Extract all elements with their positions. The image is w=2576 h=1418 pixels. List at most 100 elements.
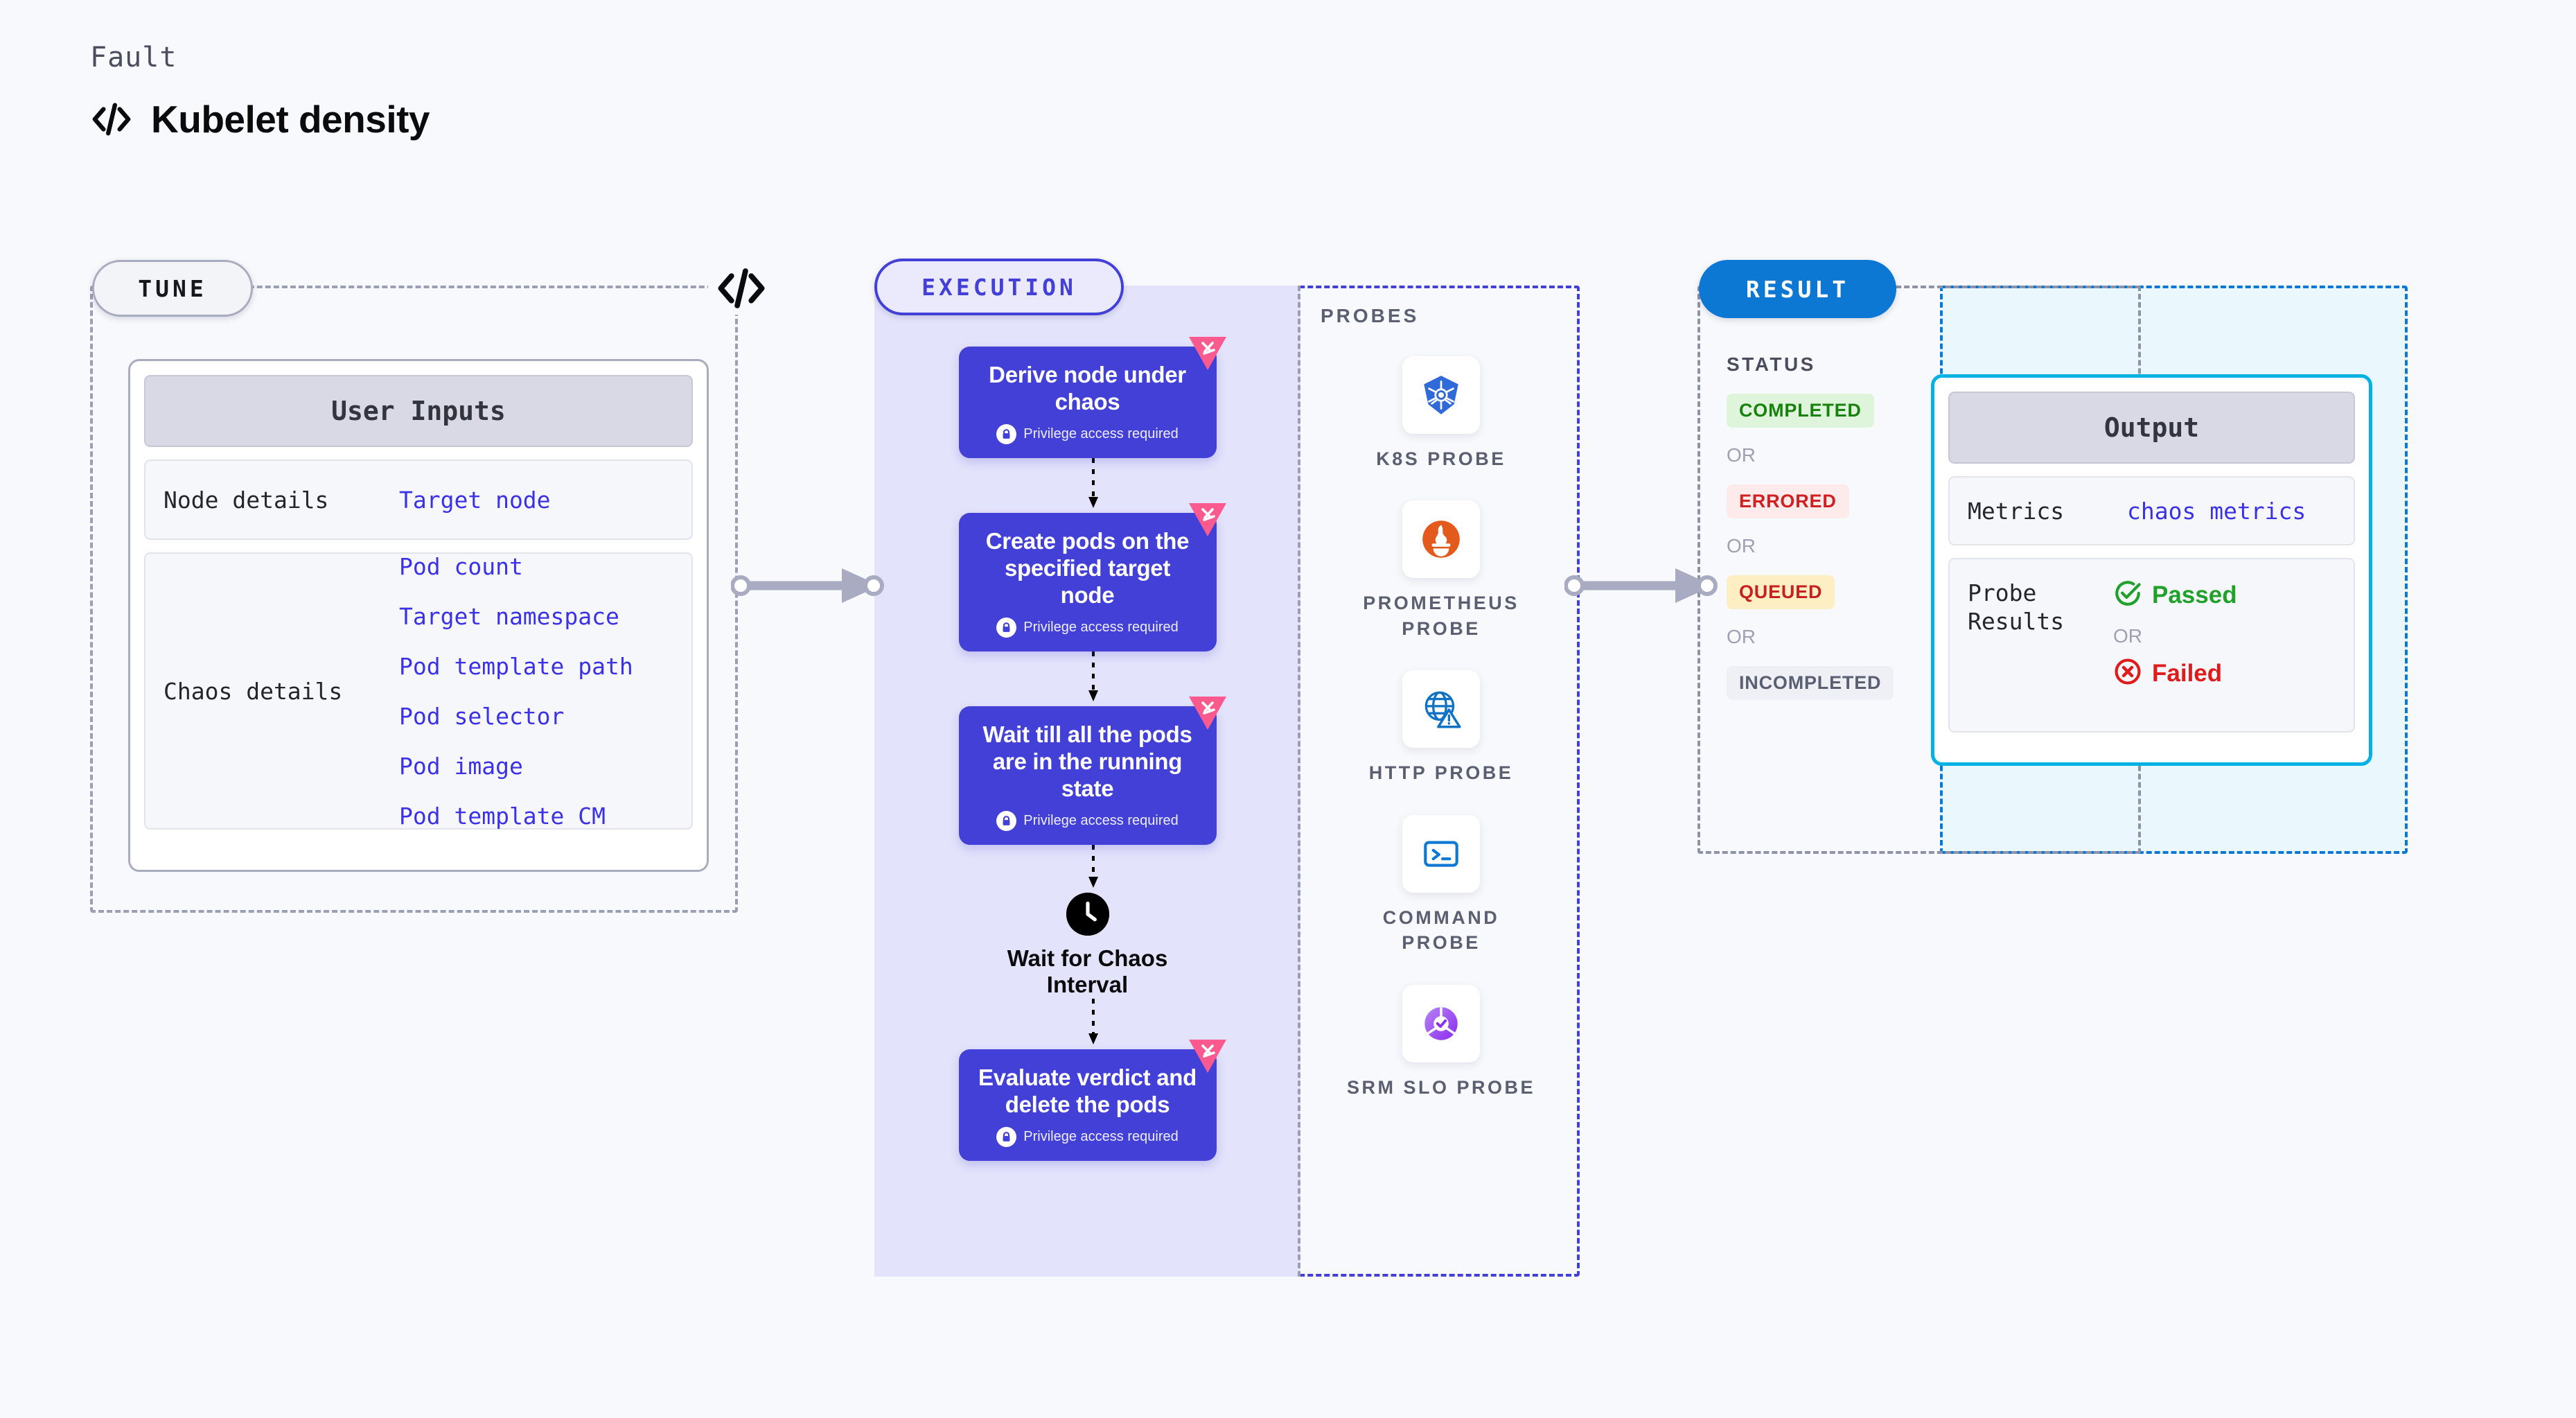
tune-stage-container (90, 286, 738, 913)
kubernetes-icon (1402, 356, 1480, 434)
verdict-passed: Passed (2113, 579, 2237, 611)
flow-step-title: Evaluate verdict and delete the pods (978, 1065, 1197, 1118)
harness-logo-icon (1188, 696, 1226, 730)
prometheus-icon (1402, 500, 1480, 579)
status-title: STATUS (1727, 353, 1816, 375)
output-row-key: Probe Results (1968, 579, 2065, 636)
probe-item-srm-slo[interactable]: SRM SLO PROBE (1316, 984, 1566, 1100)
execution-flow: Derive node under chaos Privilege access… (874, 337, 1300, 1162)
privilege-note: Privilege access required (996, 810, 1179, 831)
or-label: OR (2113, 625, 2142, 647)
result-stage-badge[interactable]: RESULT (1699, 260, 1896, 318)
or-label: OR (1727, 535, 1756, 557)
flow-step-wait-label: Wait for Chaos Interval (1007, 945, 1168, 998)
flow-step-title: Wait till all the pods are in the runnin… (982, 721, 1192, 801)
input-row-values: Pod count Target namespace Pod template … (399, 553, 633, 830)
probe-item-k8s[interactable]: K8S PROBE (1316, 356, 1566, 471)
fault-eyebrow: Fault (90, 42, 177, 73)
flow-arrow-icon (1086, 999, 1098, 1049)
input-row-values: Target node (399, 487, 551, 514)
input-row-node-details[interactable]: Node details Target node (144, 459, 693, 540)
output-card: Output Metrics chaos metrics Probe Resul… (1931, 374, 2372, 766)
lock-icon (996, 810, 1017, 831)
probe-label: K8S PROBE (1376, 448, 1506, 469)
or-label: OR (1727, 626, 1756, 647)
flow-step-card[interactable]: Derive node under chaos Privilege access… (958, 337, 1226, 458)
probe-item-http[interactable]: HTTP PROBE (1316, 670, 1566, 785)
output-row-probe-results: Probe Results Passed OR (1948, 558, 2355, 733)
harness-logo-icon (1188, 1040, 1226, 1074)
probes-title: PROBES (1321, 305, 1420, 326)
verdict-failed: Failed (2113, 657, 2237, 690)
input-value[interactable]: Pod count (399, 552, 523, 580)
status-badge: QUEUED (1727, 575, 1835, 609)
probe-label: COMMAND PROBE (1382, 907, 1500, 954)
verdict-failed-label: Failed (2152, 659, 2223, 687)
harness-logo-icon (1188, 337, 1226, 370)
check-circle-icon (2113, 579, 2142, 611)
input-row-chaos-details[interactable]: Chaos details Pod count Target namespace… (144, 552, 693, 830)
input-value[interactable]: Pod template path (399, 652, 633, 680)
privilege-note-text: Privilege access required (1023, 426, 1179, 441)
lock-icon (996, 423, 1017, 444)
probe-label: SRM SLO PROBE (1346, 1076, 1536, 1098)
verdict-passed-label: Passed (2152, 581, 2237, 609)
status-badge: ERRORED (1727, 484, 1849, 518)
lock-icon (996, 1127, 1017, 1148)
lock-icon (996, 617, 1017, 638)
privilege-note: Privilege access required (996, 617, 1179, 638)
input-value[interactable]: Pod image (399, 752, 523, 780)
user-inputs-title: User Inputs (144, 375, 693, 447)
status-badge: INCOMPLETED (1727, 666, 1894, 700)
input-value[interactable]: Target node (399, 486, 551, 514)
user-inputs-card: User Inputs Node details Target node Cha… (128, 359, 709, 872)
clock-icon (1066, 892, 1109, 936)
code-icon (708, 262, 775, 315)
input-row-key: Node details (164, 486, 329, 514)
x-circle-icon (2113, 657, 2142, 690)
input-value[interactable]: Pod selector (399, 702, 565, 730)
privilege-note: Privilege access required (996, 1127, 1179, 1148)
privilege-note-text: Privilege access required (1023, 1129, 1179, 1145)
or-label: OR (1727, 444, 1756, 466)
privilege-note: Privilege access required (996, 423, 1179, 444)
flow-step-title: Derive node under chaos (989, 362, 1186, 414)
harness-logo-icon (1188, 502, 1226, 536)
probe-label: PROMETHEUS PROBE (1363, 593, 1519, 639)
flow-step-card[interactable]: Create pods on the specified target node… (958, 502, 1226, 651)
input-value[interactable]: Pod template CM (399, 802, 606, 830)
probe-item-command[interactable]: COMMAND PROBE (1316, 814, 1566, 956)
connector-execution-to-result (1564, 561, 1724, 613)
title-row: Kubelet density (90, 97, 430, 141)
output-row-metrics[interactable]: Metrics chaos metrics (1948, 476, 2355, 545)
output-metrics-value[interactable]: chaos metrics (2127, 497, 2306, 525)
status-column: STATUS COMPLETED OR ERRORED OR QUEUED OR… (1727, 353, 1894, 700)
flow-step-card[interactable]: Wait till all the pods are in the runnin… (958, 696, 1226, 845)
output-row-key: Metrics (1968, 497, 2065, 525)
flow-arrow-icon (1086, 651, 1098, 706)
privilege-note-text: Privilege access required (1023, 619, 1179, 635)
probe-item-prometheus[interactable]: PROMETHEUS PROBE (1316, 500, 1566, 641)
page-title: Kubelet density (151, 98, 430, 141)
globe-warning-icon (1402, 670, 1480, 749)
connector-tune-to-execution (730, 561, 890, 613)
execution-stage-badge[interactable]: EXECUTION (874, 259, 1124, 315)
flow-step-title: Create pods on the specified target node (985, 527, 1190, 608)
terminal-icon (1402, 814, 1480, 893)
code-icon (90, 98, 133, 141)
probe-label: HTTP PROBE (1368, 762, 1514, 784)
input-row-key: Chaos details (164, 677, 343, 705)
slo-donut-icon (1402, 984, 1480, 1062)
verdict-list: Passed OR Failed (2113, 579, 2237, 690)
flow-step-card[interactable]: Evaluate verdict and delete the pods Pri… (958, 1040, 1226, 1162)
tune-stage-badge[interactable]: TUNE (92, 260, 253, 317)
flow-step-wait: Wait for Chaos Interval (984, 892, 1192, 999)
privilege-note-text: Privilege access required (1023, 812, 1179, 828)
output-title: Output (1948, 392, 2355, 464)
page-header: Fault Kubelet density (90, 42, 430, 141)
status-badge: COMPLETED (1727, 394, 1874, 428)
flow-arrow-icon (1086, 457, 1098, 513)
probes-column: PROBES K8S PROBE (1316, 305, 1566, 1100)
input-value[interactable]: Target namespace (399, 602, 619, 630)
flow-arrow-icon (1086, 844, 1098, 893)
